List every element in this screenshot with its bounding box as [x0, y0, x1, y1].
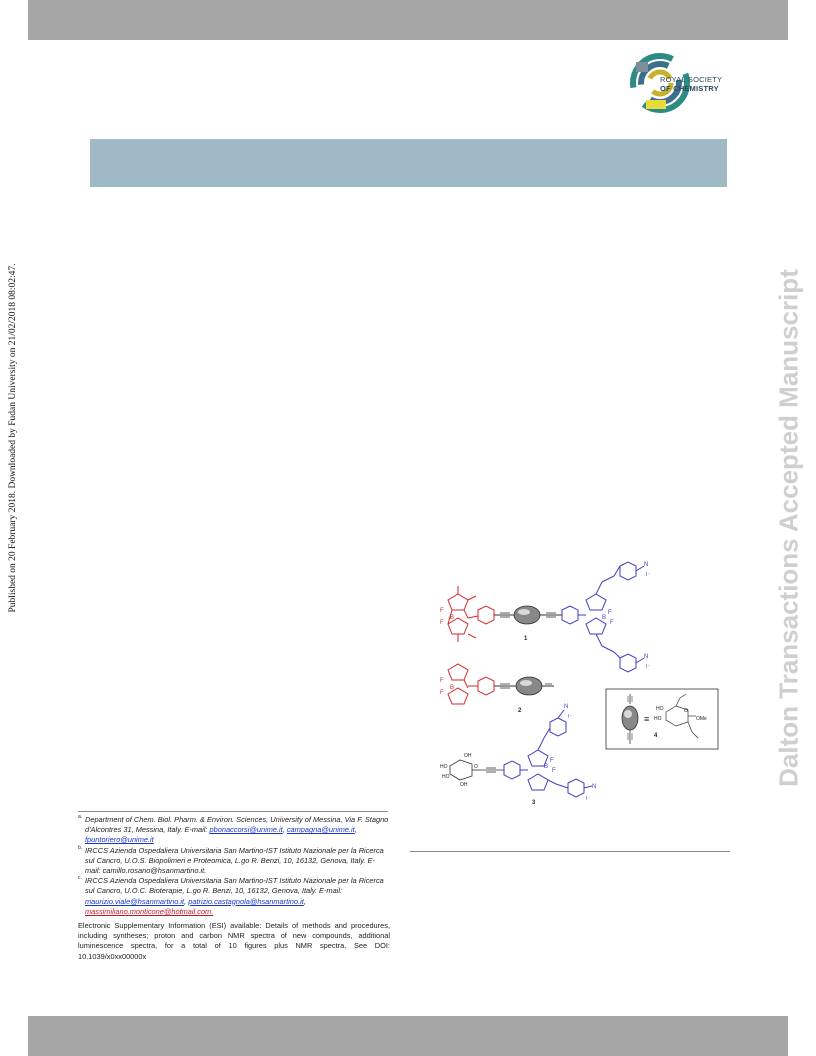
atom-label: O: [474, 764, 478, 770]
compound-4-box: ≡ HO HO O OMe 4: [605, 688, 719, 750]
email-link[interactable]: patrizio.castagnola@hsanmartino.it: [188, 896, 304, 906]
atom-label: F: [440, 690, 444, 696]
atom-label: B: [450, 685, 454, 691]
atom-label: F: [440, 678, 444, 684]
right-margin-watermark: Dalton Transactions Accepted Manuscript: [772, 220, 806, 836]
counterion-label: I⁻: [568, 714, 572, 720]
logo-line-2: OF CHEMISTRY: [660, 83, 719, 93]
compound-label-1: 1: [524, 636, 528, 642]
atom-label: N: [564, 704, 568, 710]
atom-label: O: [684, 708, 688, 714]
compound-3: OH HO HO OH O F F B N I⁻ N I⁻ 3: [440, 704, 596, 806]
esi-note: Electronic Supplementary Information (ES…: [78, 921, 390, 961]
affiliation-mark: c.: [78, 875, 82, 882]
atom-label: OMe: [696, 716, 707, 722]
affiliation-text: IRCCS Azienda Ospedaliera Universitaria …: [85, 876, 384, 896]
affiliations: a.Department of Chem. Biol. Pharm. & Env…: [78, 814, 390, 917]
logo-line-1: ROYAL SOCIETY: [660, 75, 723, 84]
atom-label: F: [440, 620, 444, 626]
atom-label: HO: [442, 774, 450, 780]
atom-label: HO: [656, 706, 664, 712]
atom-label: N: [644, 562, 648, 568]
left-margin-note: Published on 20 February 2018. Downloade…: [6, 240, 20, 636]
accepted-manuscript-watermark: Dalton Transactions Accepted Manuscript: [773, 269, 804, 787]
counterion-label: I⁻: [646, 664, 650, 670]
atom-label: B: [602, 615, 606, 621]
compound-label-3: 3: [532, 800, 536, 806]
download-stamp: Published on 20 February 2018. Downloade…: [8, 263, 18, 613]
atom-label: F: [608, 610, 612, 616]
compound-label-4: 4: [654, 733, 658, 739]
compound-2: F F B 2: [440, 663, 554, 714]
atom-label: HO: [440, 764, 448, 770]
affiliation-mark: a.: [78, 814, 83, 820]
email-link[interactable]: massimiliano.monticone@hotmail.com.: [85, 906, 214, 916]
atom-label: F: [440, 608, 444, 614]
affiliation-text: Department of Chem. Biol. Pharm. & Envir…: [85, 815, 389, 835]
email-link[interactable]: pbonaccorsi@unime.it: [209, 825, 283, 835]
equivalence-symbol: ≡: [644, 714, 649, 724]
title-banner: [90, 139, 727, 187]
page-header-bar: [28, 0, 788, 40]
footnote-rule: [78, 811, 388, 812]
counterion-label: I⁻: [646, 572, 650, 578]
affiliation-text: IRCCS Azienda Ospedaliera Universitaria …: [85, 845, 384, 876]
atom-label: N: [644, 654, 648, 660]
affiliation-c: c.IRCCS Azienda Ospedaliera Universitari…: [78, 875, 384, 916]
atom-label: F: [552, 768, 556, 774]
atom-label: B: [450, 615, 454, 621]
counterion-label: I⁻: [586, 796, 590, 802]
affiliation-mark: b.: [78, 844, 83, 851]
affiliation-a: a.Department of Chem. Biol. Pharm. & Env…: [78, 814, 389, 845]
atom-label: HO: [654, 716, 662, 722]
rsc-logo-text: ROYAL SOCIETY OF CHEMISTRY: [660, 75, 723, 93]
email-link[interactable]: maurizio.viale@hsanmartino.it: [85, 896, 185, 906]
compound-label-2: 2: [518, 708, 522, 714]
atom-label: OH: [460, 782, 468, 788]
rsc-crest-icon: [630, 53, 690, 113]
email-link[interactable]: fpuntoriero@unime.it: [85, 835, 154, 845]
compound-1: F F B F F B N I⁻ N I: [440, 561, 650, 673]
affiliation-b: b.IRCCS Azienda Ospedaliera Universitari…: [78, 844, 390, 877]
atom-label: OH: [464, 753, 472, 759]
atom-label: N: [592, 784, 596, 790]
email-link[interactable]: campagna@unime.it: [286, 825, 355, 835]
column-end-rule: [410, 851, 730, 852]
scaffold-ellipse: [515, 676, 543, 696]
scaffold-ellipse: [513, 605, 541, 625]
page-footer-bar: [28, 1016, 788, 1056]
atom-label: F: [610, 620, 614, 626]
atom-label: F: [550, 758, 554, 764]
structure-figure: F F B F F B N I⁻ N I: [440, 561, 719, 806]
atom-label: B: [544, 764, 548, 770]
